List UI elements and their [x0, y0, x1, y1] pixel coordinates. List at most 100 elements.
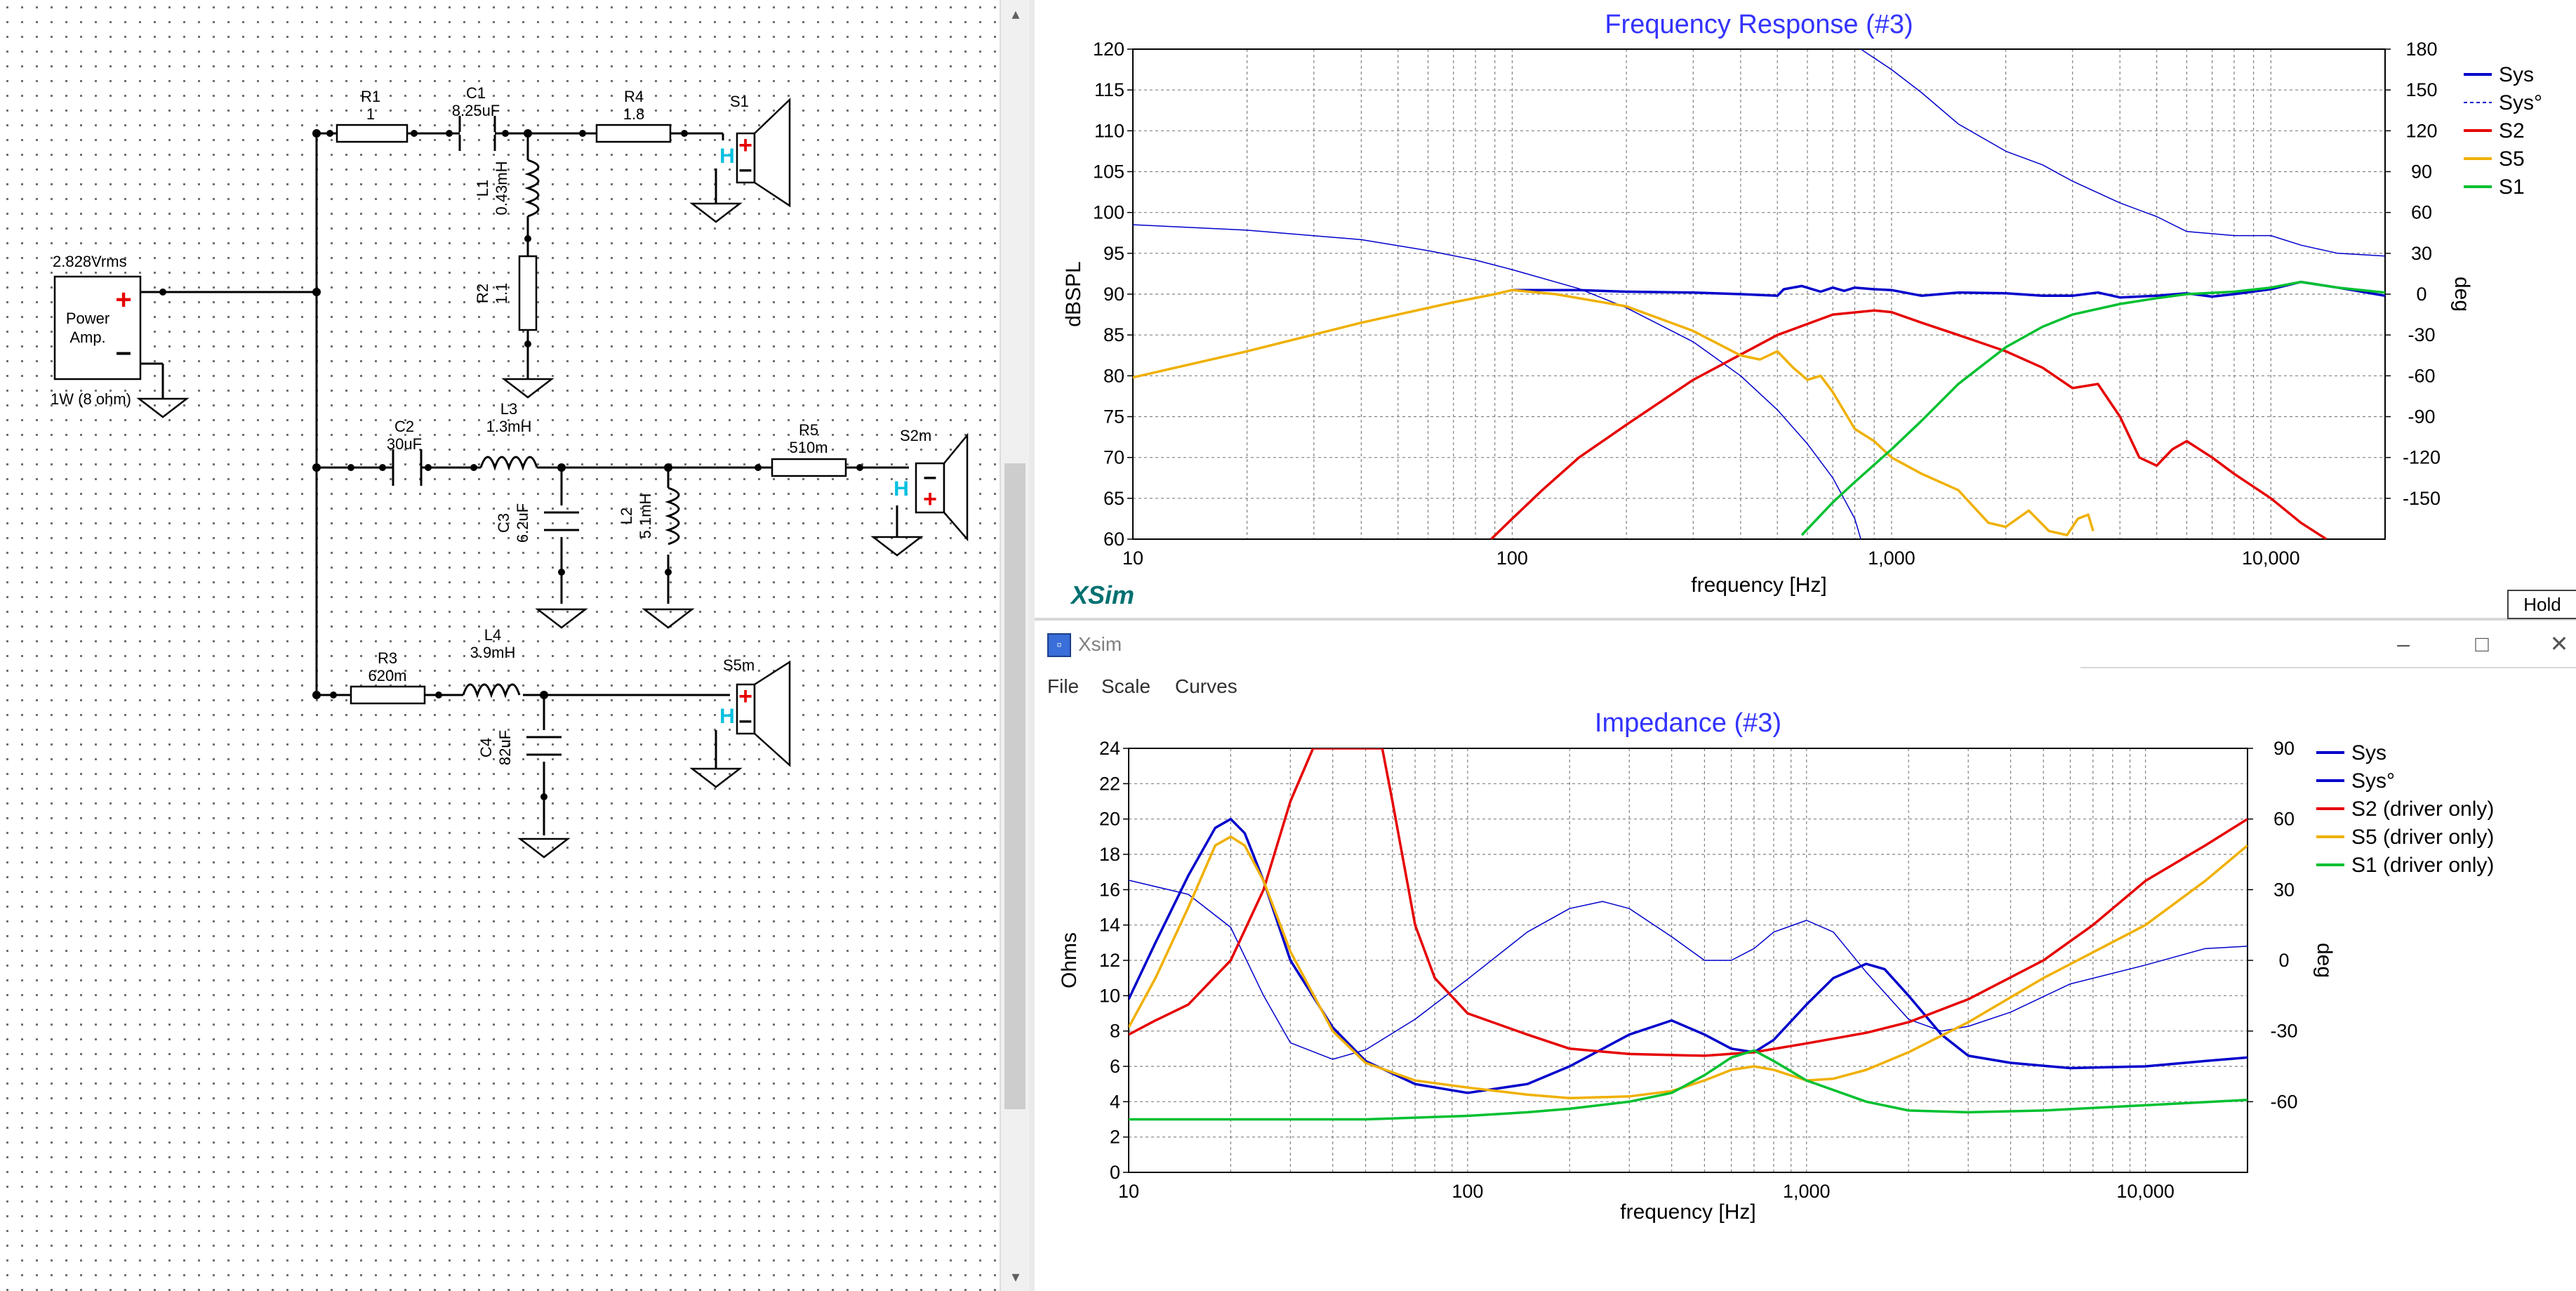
svg-text:+: + [738, 132, 752, 159]
resistor-r3[interactable]: R3 620m [350, 649, 426, 705]
imp-xlabel: frequency [Hz] [1620, 1200, 1755, 1224]
speaker-s5m[interactable]: + – H S5m [719, 656, 791, 767]
power-amp[interactable]: + – Power Amp. 2.828Vrms 1W (8 ohm) [51, 253, 142, 408]
amp-plus: + [115, 284, 131, 315]
title-bar[interactable]: ▫ Xsim – □ ✕ [1035, 621, 2576, 668]
imp-y2tick-label: 30 [2273, 879, 2295, 900]
speaker-s1[interactable]: + – H S1 [719, 93, 791, 208]
imp-xtick-label: 100 [1452, 1181, 1483, 1202]
resistor-r4[interactable]: R4 1.8 [595, 88, 672, 143]
imp-legend-label: S1 (driver only) [2351, 854, 2494, 877]
svg-text:5.1mH: 5.1mH [637, 494, 654, 539]
svg-text:–: – [739, 156, 752, 183]
fr-legend-label: S2 [2499, 119, 2525, 143]
svg-text:R3: R3 [378, 649, 397, 667]
fr-y2tick-label: 180 [2405, 39, 2437, 60]
close-icon[interactable]: ✕ [2549, 631, 2569, 656]
speaker-s2m[interactable]: – + H S2m [894, 427, 969, 542]
resistor-r2[interactable]: R2 1.1 [474, 255, 538, 331]
fr-xtick-label: 1,000 [1868, 548, 1916, 569]
scroll-down-icon[interactable]: ▾ [1011, 1268, 1020, 1285]
capacitor-c3[interactable]: C3 6.2uF [495, 503, 579, 543]
scroll-up-icon[interactable]: ▴ [1011, 5, 1020, 22]
menu-curves[interactable]: Curves [1175, 675, 1237, 697]
svg-text:L3: L3 [500, 400, 517, 418]
fr-grid [1133, 49, 2385, 539]
vertical-scrollbar[interactable]: ▴ ▾ [1000, 0, 1032, 1291]
capacitor-c2[interactable]: C2 30uF [387, 418, 423, 486]
svg-text:S5m: S5m [723, 656, 755, 674]
fr-ytick-label: 80 [1103, 365, 1124, 386]
fr-ylabel: dBSPL [1062, 261, 1085, 326]
driver-badge-s5m: H [719, 705, 735, 728]
schematic-canvas[interactable]: + – Power Amp. 2.828Vrms 1W (8 ohm) R1 1… [0, 0, 1000, 1291]
fr-xtick-label: 100 [1496, 548, 1528, 569]
inductor-l4[interactable]: L4 3.9mH [462, 626, 521, 699]
svg-text:S1: S1 [730, 93, 749, 110]
amp-label-1: Power [66, 310, 109, 327]
fr-ytick-label: 75 [1103, 406, 1124, 428]
window-title: Xsim [1078, 633, 1122, 655]
fr-series-s2 [1490, 309, 2328, 539]
scroll-thumb[interactable] [1004, 463, 1025, 1109]
imp-ytick-label: 0 [1110, 1162, 1120, 1183]
amp-power: 1W (8 ohm) [51, 390, 131, 408]
imp-xtick-label: 10,000 [2116, 1181, 2175, 1202]
imp-y2tick-label: 0 [2278, 950, 2289, 971]
resistor-r1[interactable]: R1 1 [336, 88, 409, 143]
svg-text:620m: 620m [368, 667, 406, 684]
inductor-l3[interactable]: L3 1.3mH [479, 400, 538, 471]
xsim-app-icon: ▫ [1047, 633, 1071, 657]
imp-legend-label: Sys [2351, 741, 2386, 764]
fr-ytick-label: 70 [1103, 447, 1124, 468]
fr-ytick-label: 115 [1094, 79, 1124, 100]
capacitor-c1[interactable]: C1 8.25uF [452, 84, 500, 151]
svg-text:1.3mH: 1.3mH [486, 418, 532, 435]
pane-divider[interactable] [1029, 0, 1035, 1291]
imp-legend-label: S5 (driver only) [2351, 826, 2494, 849]
xsim-window: ▫ Xsim – □ ✕ File Scale Curves Impedance… [1035, 621, 2576, 1291]
fr-ytick-label: 120 [1093, 39, 1124, 60]
maximize-icon[interactable]: □ [2475, 631, 2489, 656]
imp-ytick-label: 24 [1099, 738, 1120, 759]
menu-separator [2080, 667, 2576, 668]
svg-text:L1: L1 [474, 180, 491, 197]
fr-y2tick-label: -30 [2408, 324, 2435, 345]
imp-legend-label: S2 (driver only) [2351, 797, 2494, 821]
minimize-icon[interactable]: – [2397, 631, 2410, 656]
fr-xtick-label: 10,000 [2242, 548, 2300, 569]
imp-ytick-label: 8 [1110, 1021, 1120, 1042]
capacitor-c4[interactable]: C4 82uF [477, 730, 562, 765]
menu-scale[interactable]: Scale [1101, 675, 1151, 697]
imp-ytick-label: 4 [1110, 1091, 1120, 1112]
svg-text:S2m: S2m [900, 427, 931, 444]
imp-ytick-label: 6 [1110, 1056, 1120, 1077]
inductor-l2[interactable]: L2 5.1mH [618, 486, 680, 545]
svg-text:C1: C1 [466, 84, 486, 102]
panel-separator[interactable] [1035, 618, 2576, 621]
imp-legend-label: Sys° [2351, 769, 2395, 793]
inductor-l1[interactable]: L1 0.43mH [474, 159, 540, 218]
fr-y2tick-label: -120 [2403, 447, 2441, 468]
fr-legend-label: Sys [2499, 63, 2534, 86]
svg-text:+: + [923, 486, 937, 512]
fr-y2tick-label: 90 [2411, 161, 2432, 183]
imp-ytick-label: 20 [1099, 809, 1120, 830]
resistor-r5[interactable]: R5 510m [771, 421, 847, 477]
imp-series-sys [1129, 880, 2248, 1060]
svg-text:C3: C3 [495, 513, 512, 533]
imp-ylabel: Ohms [1058, 932, 1081, 988]
fr-series-s1 [1800, 280, 2385, 536]
fr-title: Frequency Response (#3) [1605, 10, 1913, 39]
fr-legend-label: Sys° [2499, 91, 2542, 114]
imp-grid [1129, 748, 2248, 1172]
svg-text:510m: 510m [789, 439, 828, 456]
fr-y2tick-label: -60 [2408, 365, 2435, 386]
svg-text:82uF: 82uF [496, 730, 514, 765]
imp-xtick-label: 10 [1118, 1181, 1139, 1202]
menu-file[interactable]: File [1047, 675, 1080, 697]
svg-text:C4: C4 [477, 738, 495, 757]
hold-button[interactable]: Hold [2507, 590, 2576, 619]
imp-series-s2-driver-only [1129, 748, 2248, 1057]
